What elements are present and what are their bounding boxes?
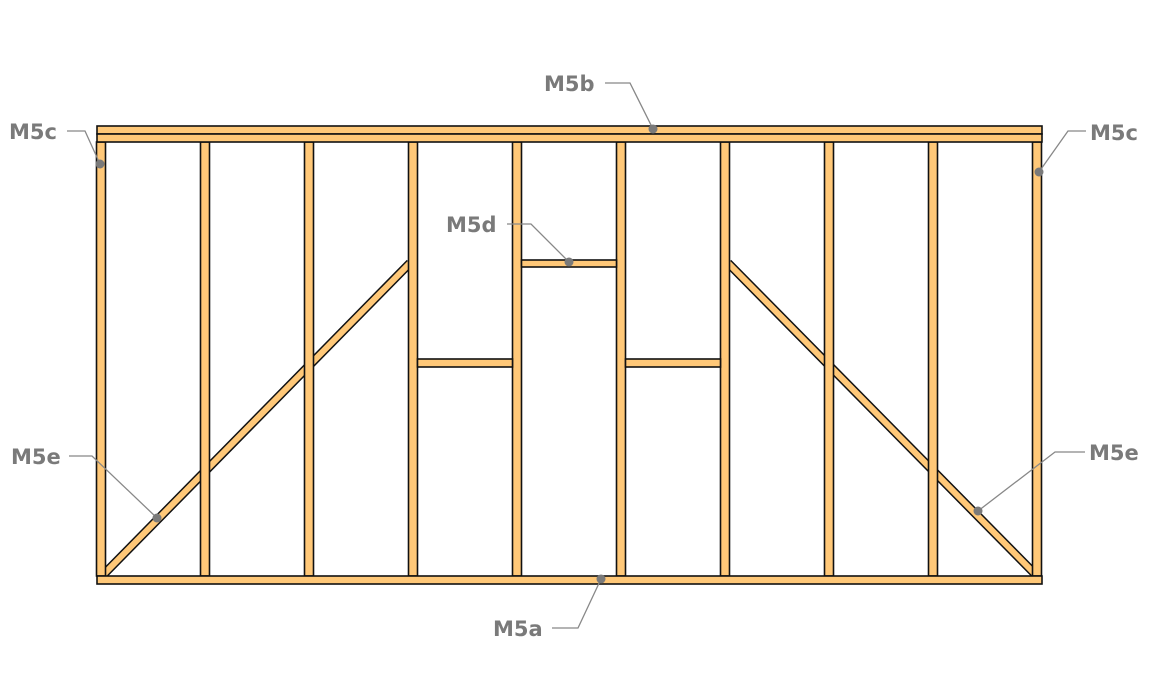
leader-top-plate	[605, 82, 654, 130]
marker-brace-left	[152, 513, 162, 523]
stud	[823, 141, 835, 577]
marker-end-stud-left	[95, 159, 105, 169]
leader-end-stud-left	[67, 130, 101, 165]
label-end-stud-right: M5c	[1090, 121, 1138, 145]
stud	[199, 141, 211, 577]
label-brace-right: M5e	[1089, 441, 1139, 465]
stud	[303, 141, 315, 577]
marker-top-plate	[648, 124, 658, 134]
marker-brace-right	[973, 506, 983, 516]
stud	[615, 141, 627, 577]
leader-end-stud-right	[1038, 130, 1086, 173]
diagonal-brace-right	[724, 259, 1039, 578]
top-plate-lower	[96, 133, 1043, 143]
leader-blocking	[507, 223, 570, 263]
labels: M5b M5c M5c M5d M5e M5e M5a	[9, 72, 1139, 641]
marker-end-stud-right	[1034, 167, 1044, 177]
stud	[719, 141, 731, 577]
end-stud-left	[95, 141, 107, 577]
stud	[511, 141, 523, 577]
diagonal-brace-left	[100, 259, 414, 578]
leader-bottom-plate	[552, 578, 602, 629]
label-top-plate: M5b	[544, 72, 595, 96]
stud	[407, 141, 419, 577]
marker-blocking	[564, 257, 574, 267]
label-brace-left: M5e	[11, 445, 61, 469]
blocking	[416, 358, 514, 368]
top-plate-upper	[96, 125, 1043, 135]
bottom-plate	[96, 575, 1043, 585]
label-bottom-plate: M5a	[493, 617, 543, 641]
label-end-stud-left: M5c	[9, 120, 57, 144]
label-blocking: M5d	[446, 213, 497, 237]
leader-brace-left	[69, 455, 158, 519]
stud	[927, 141, 939, 577]
end-stud-right	[1031, 141, 1043, 577]
blocking	[624, 358, 722, 368]
marker-bottom-plate	[596, 574, 606, 584]
leader-brace-right	[977, 451, 1085, 512]
